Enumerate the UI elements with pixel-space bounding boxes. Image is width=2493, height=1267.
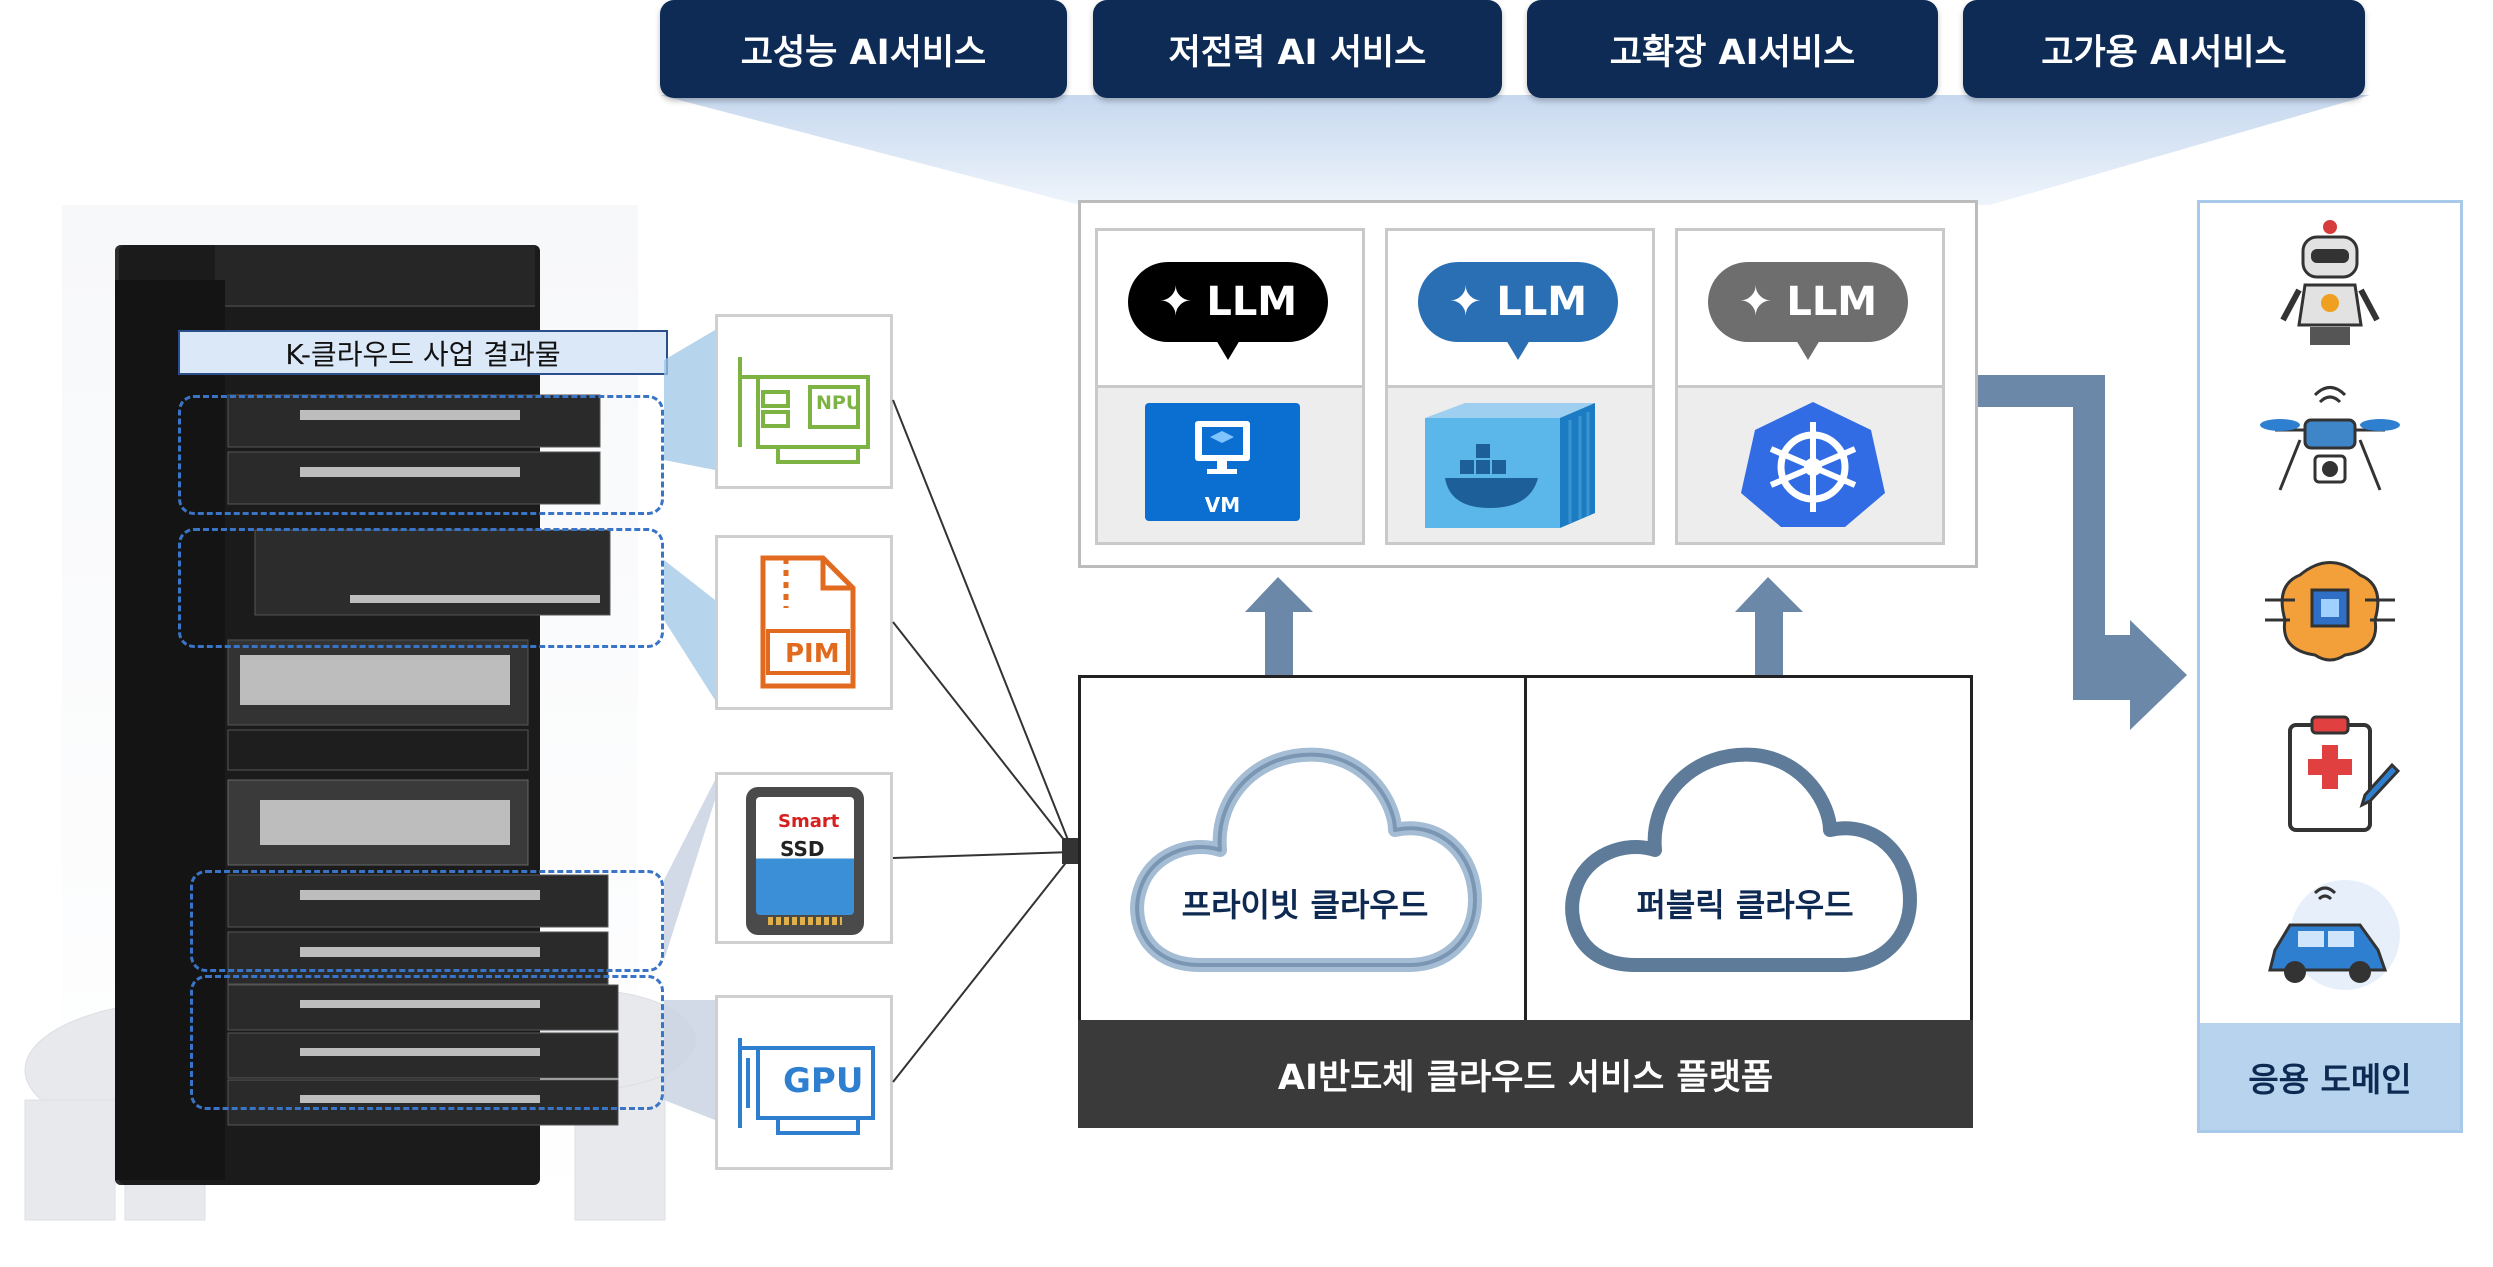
ssd-connector — [768, 917, 842, 925]
ai-brain-chip-icon — [2265, 561, 2395, 662]
pim-label: PIM — [785, 639, 840, 669]
rack-top — [215, 245, 535, 307]
sparkle-icon: ✦ — [1448, 279, 1483, 325]
robot-icon — [2280, 220, 2380, 345]
domain-title: 응용 도메인 — [2248, 1059, 2412, 1099]
private-cloud-label: 프라이빗 클라우드 — [1181, 886, 1429, 924]
vm-icon: VM — [1145, 403, 1300, 521]
service-label: 고성능 AI서비스 — [740, 32, 987, 73]
connected-car-icon — [2268, 880, 2400, 990]
npu-server-band — [178, 395, 664, 515]
platform-title-bar: AI반도체 클라우드 서비스 플랫폼 — [1078, 1020, 1973, 1128]
rack-units — [227, 394, 619, 1126]
service-label: 고확장 AI서비스 — [1609, 32, 1856, 73]
domain-title-bar: 응용 도메인 — [2200, 1023, 2460, 1130]
service-label: 저전력 AI 서비스 — [1168, 32, 1427, 73]
gpu-server-band — [190, 975, 664, 1110]
service-high-availability: 고가용 AI서비스 — [1963, 0, 2365, 98]
pim-file-icon — [760, 555, 856, 689]
public-cloud-label: 퍼블릭 클라우드 — [1636, 886, 1854, 924]
llm-bubble-black: ✦ LLM — [1128, 262, 1328, 360]
npu-card: NPU — [715, 314, 893, 489]
sparkle-icon: ✦ — [1738, 279, 1773, 325]
llm-label: LLM — [1206, 279, 1298, 325]
private-cloud-icon — [1130, 747, 1482, 972]
ssd-server-band — [190, 870, 664, 972]
platform-divider — [1524, 675, 1527, 1020]
drone-icon — [2260, 386, 2400, 491]
llm-label: LLM — [1786, 279, 1878, 325]
ssd-smart-label: Smart — [778, 811, 840, 832]
ssd-label: SSD — [780, 837, 825, 861]
service-high-scalability: 고확장 AI서비스 — [1527, 0, 1938, 98]
service-high-performance: 고성능 AI서비스 — [660, 0, 1067, 98]
gpu-label: GPU — [783, 1061, 864, 1101]
smart-ssd-card: Smart SSD — [715, 772, 893, 944]
vm-label: VM — [1204, 493, 1241, 517]
sparkle-icon: ✦ — [1158, 279, 1193, 325]
rack-label: K-클라우드 사업 결과물 — [178, 330, 668, 375]
platform-title: AI반도체 클라우드 서비스 플랫폼 — [1277, 1057, 1774, 1098]
band-beams — [664, 330, 715, 1120]
public-cloud-icon — [1565, 747, 1917, 972]
npu-icon — [738, 357, 870, 464]
gpu-icon — [738, 1038, 875, 1135]
service-low-power: 저전력 AI 서비스 — [1093, 0, 1502, 98]
kubernetes-icon — [1741, 402, 1885, 527]
chip-connectors — [892, 399, 1078, 1083]
medical-clipboard-icon — [2288, 715, 2400, 832]
rack-side — [115, 280, 225, 1180]
rack-label-text: K-클라우드 사업 결과물 — [285, 337, 561, 371]
llm-bubble-blue: ✦ LLM — [1418, 262, 1618, 360]
gpu-card: GPU — [715, 995, 893, 1170]
llm-bubble-gray: ✦ LLM — [1708, 262, 1908, 360]
pim-card: PIM — [715, 535, 893, 710]
ssd-face — [756, 797, 854, 915]
llm-label: LLM — [1496, 279, 1588, 325]
docker-container-icon — [1425, 403, 1595, 528]
pim-server-band — [178, 528, 664, 648]
service-label: 고가용 AI서비스 — [2041, 32, 2287, 73]
npu-label: NPU — [816, 392, 862, 414]
